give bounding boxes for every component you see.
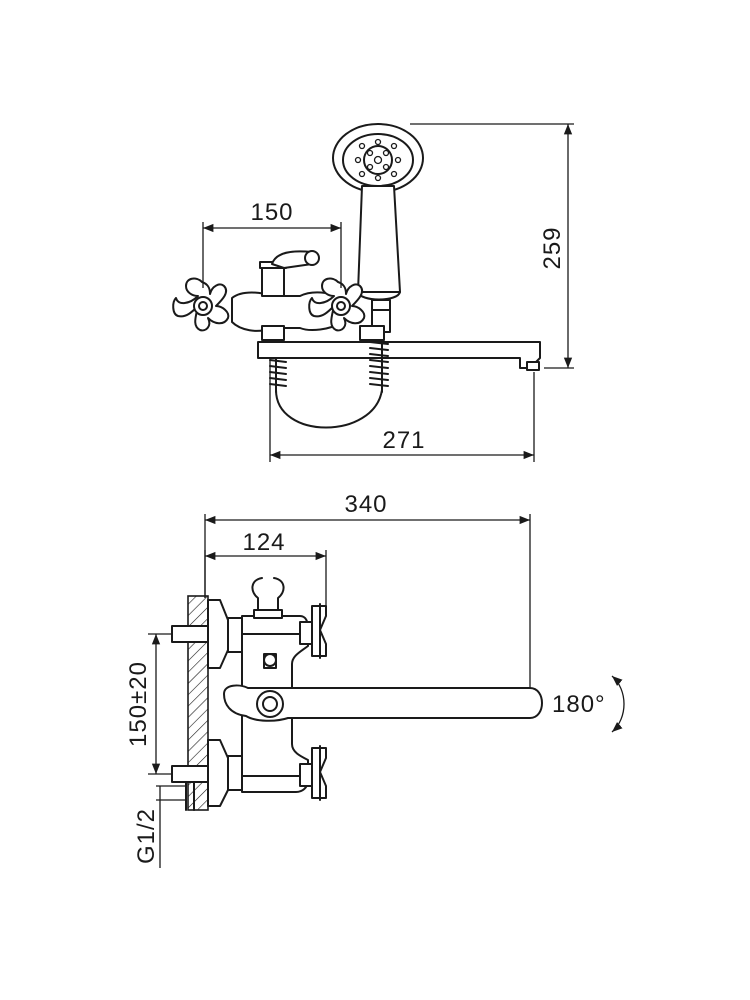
dim-label-handle-spacing: 150	[250, 199, 293, 226]
dim-label-total-length: 340	[344, 491, 387, 518]
dim-label-spout-length: 271	[382, 427, 425, 454]
wall-section	[187, 595, 209, 811]
dim-label-inlet-spacing: 150±20	[125, 661, 152, 747]
dim-total-length: 340	[204, 491, 531, 688]
dim-label-thread: G1/2	[133, 808, 160, 864]
dim-inlet-spacing: 150±20	[125, 633, 172, 775]
shower-hook	[251, 577, 285, 615]
side-spout	[223, 684, 543, 722]
rotation-label: 180°	[552, 691, 606, 718]
dim-body-depth: 124	[204, 529, 327, 606]
right-cross-handle	[308, 277, 366, 332]
rotation-indicator: 180°	[552, 675, 625, 733]
dim-thread: G1/2	[133, 785, 186, 868]
dim-height: 259	[410, 123, 574, 369]
dim-handle-spacing: 150	[202, 199, 342, 288]
spout-arm	[257, 341, 541, 369]
shower-handle	[357, 185, 401, 301]
shower-head	[332, 123, 424, 193]
dim-label-height: 259	[539, 226, 566, 269]
left-cross-handle	[172, 277, 230, 332]
dim-spout-length: 271	[269, 360, 535, 462]
top-view: 150 259 271	[172, 123, 574, 462]
side-view: 180° 340 124 150±20 G	[125, 491, 625, 868]
dim-label-body-depth: 124	[242, 529, 285, 556]
